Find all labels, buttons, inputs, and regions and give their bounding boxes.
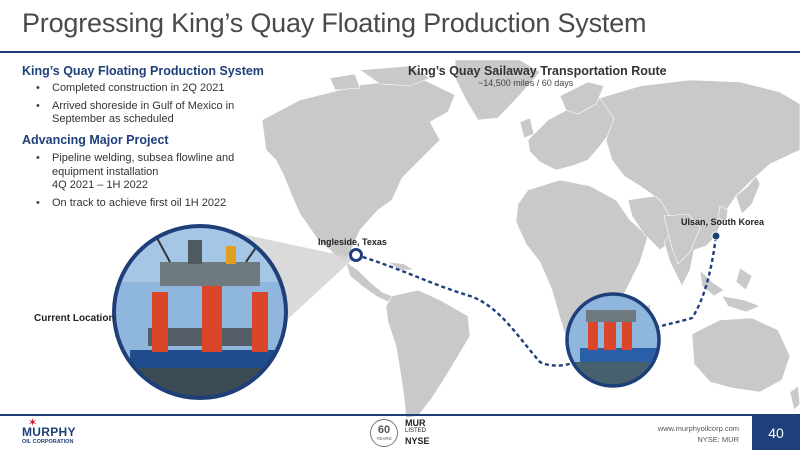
section1-heading: King’s Quay Floating Production System xyxy=(22,64,264,78)
map-subtitle: ~14,500 miles / 60 days xyxy=(478,78,574,88)
destination-label: Ulsan, South Korea xyxy=(681,217,765,227)
current-location-label: Current Location xyxy=(34,313,115,324)
destination-marker xyxy=(711,231,721,241)
section2-bullets: Pipeline welding, subsea flowline and eq… xyxy=(36,152,234,214)
anniversary-badge: 60 YEARS xyxy=(370,419,398,447)
nyse-listing-badge: 60 YEARS MUR LISTED NYSE xyxy=(370,418,440,448)
origin-label: Ingleside, Texas xyxy=(318,237,387,247)
section2-heading: Advancing Major Project xyxy=(22,133,169,147)
logo-sub-text: OIL CORPORATION xyxy=(22,439,74,445)
nyse-ticker: NYSE: MUR xyxy=(697,435,739,444)
website-url[interactable]: www.murphyoilcorp.com xyxy=(657,424,739,433)
bullet-item: On track to achieve first oil 1H 2022 xyxy=(36,197,234,211)
central-america-shape xyxy=(345,261,393,303)
world-map xyxy=(112,60,800,419)
page-number: 40 xyxy=(752,416,800,450)
exchange-text: NYSE xyxy=(405,436,430,446)
map-title: King’s Quay Sailaway Transportation Rout… xyxy=(408,64,667,78)
section1-bullets: Completed construction in 2Q 2021 Arrive… xyxy=(36,82,234,131)
arctic-islands-shape xyxy=(359,65,431,87)
north-america-shape xyxy=(261,77,456,263)
star-icon: ✶ xyxy=(28,417,38,429)
south-america-shape xyxy=(385,289,471,419)
bullet-item: Pipeline welding, subsea flowline and eq… xyxy=(36,152,234,193)
bullet-item: Completed construction in 2Q 2021 xyxy=(36,82,234,96)
greenland-shape xyxy=(454,60,541,121)
logo-main-text: MURPHY xyxy=(22,425,76,439)
title-divider xyxy=(0,51,800,53)
bullet-item: Arrived shoreside in Gulf of Mexico in S… xyxy=(36,100,234,127)
australia-shape xyxy=(691,317,791,393)
ticker-text: MUR xyxy=(405,418,426,428)
japan-shape xyxy=(735,175,761,215)
footer-divider xyxy=(0,414,800,416)
listed-text: LISTED xyxy=(405,428,427,434)
asia-shape xyxy=(599,79,800,287)
origin-marker xyxy=(349,248,363,262)
page-title: Progressing King’s Quay Floating Product… xyxy=(22,8,647,38)
